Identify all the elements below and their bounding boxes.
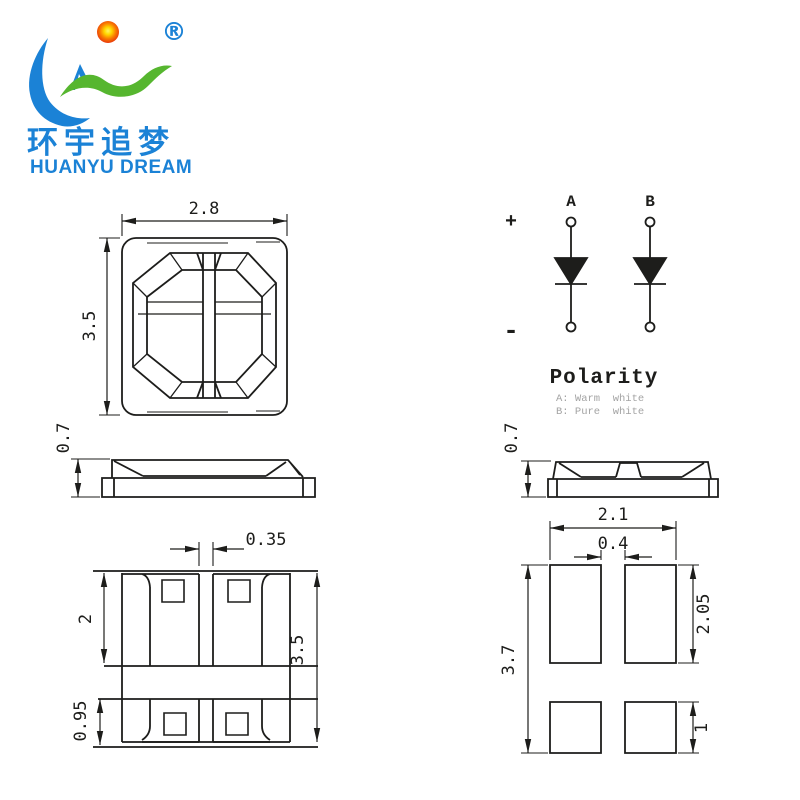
logo-wave (60, 65, 172, 97)
diode-a-anode-terminal (565, 216, 577, 228)
center-divider (196, 252, 222, 399)
registered-mark: ® (162, 17, 187, 46)
dim-label-thickness: 0.7 (502, 423, 522, 454)
diode-a-label: A (566, 193, 576, 211)
pad-rectangles (549, 564, 677, 754)
reflector-corner-lines (132, 252, 277, 399)
pad-outlines (122, 573, 290, 743)
diode-a-symbol (553, 216, 589, 333)
logo-english-name: HUANYU DREAM (30, 157, 193, 178)
dim-label-total-height: 3.7 (499, 645, 519, 676)
plus-sign: + (505, 211, 517, 234)
polarity-note-a: A: Warm white (556, 393, 644, 405)
dim-label-width: 2.8 (189, 199, 220, 219)
dim-extension-lines (198, 542, 214, 566)
dim-extension-lines (521, 460, 551, 498)
profile-lines (101, 459, 316, 498)
electrode-lines (138, 301, 271, 315)
dim-label-gap: 0.4 (598, 534, 629, 554)
package-outline (121, 237, 288, 416)
dim-label-top-pad: 2 (76, 614, 96, 624)
diode-b-label: B (645, 193, 655, 211)
pad-vias (161, 579, 251, 736)
solder-pattern: 2.1 0.4 3.7 2.05 1 (499, 505, 714, 754)
dim-label-bottom-pad: 1 (692, 723, 712, 733)
logo-mark: ® (29, 17, 187, 127)
dim-label-width: 2.1 (598, 505, 629, 525)
package-edge-lines (93, 570, 318, 748)
bottom-view: 0.35 2 0.95 3.5 (71, 530, 321, 748)
diode-b-symbol (632, 216, 668, 333)
mold-marks (147, 241, 280, 413)
polarity-title: Polarity (550, 367, 659, 390)
dim-label-top-pad: 2.05 (694, 594, 714, 635)
dim-label-height: 3.5 (80, 311, 100, 342)
logo-chinese-name: 环宇追梦 (27, 125, 175, 161)
dim-label-gap: 0.35 (246, 530, 287, 550)
top-view: 2.8 3.5 (80, 199, 288, 416)
dim-extension-lines (99, 214, 288, 416)
side-view-right: 0.7 (502, 423, 719, 498)
side-view-left: 0.7 (54, 423, 316, 498)
diode-a-cathode-terminal (565, 321, 577, 333)
reflector-inner-octagon (146, 269, 263, 383)
logo-swoosh (29, 38, 90, 127)
logo-sun (97, 21, 119, 43)
diode-b-anode-terminal (644, 216, 656, 228)
dim-label-bottom-pad: 0.95 (71, 701, 91, 742)
diode-b-cathode-terminal (644, 321, 656, 333)
diode-a-triangle (553, 257, 589, 286)
dim-label-package-height: 3.5 (288, 635, 308, 666)
reflector-outer-octagon (132, 252, 277, 399)
diode-b-triangle (632, 257, 668, 286)
minus-sign: - (503, 316, 519, 346)
dim-extension-lines (521, 521, 699, 754)
polarity-note-b: B: Pure white (556, 406, 644, 418)
polarity-diagram: A B + - Polarity A: Warm white B: Pure w… (503, 193, 668, 418)
dim-label-thickness: 0.7 (54, 423, 74, 454)
profile-lines (547, 461, 719, 498)
